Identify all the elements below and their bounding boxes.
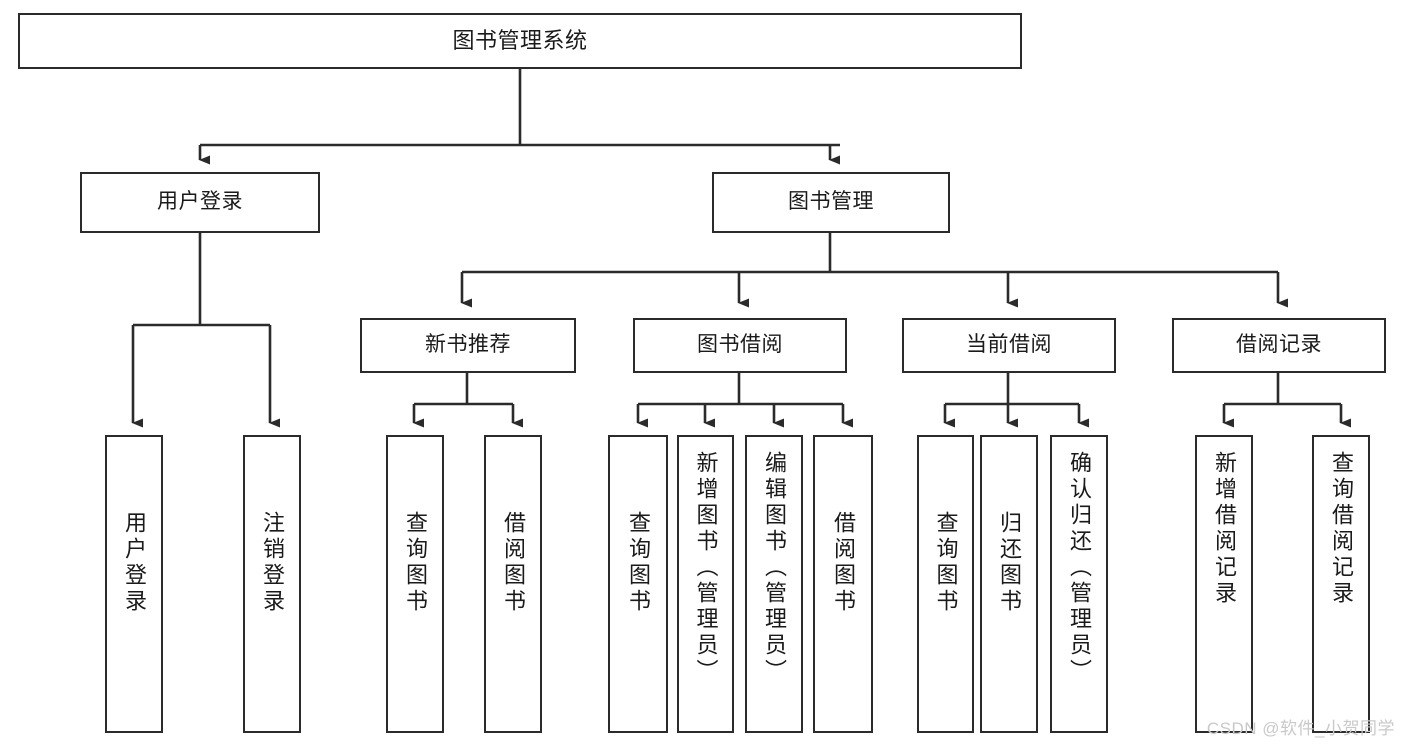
leaf-add-record[interactable]: 新增借阅记录 [1195,435,1253,733]
node-root-system[interactable]: 图书管理系统 [18,13,1022,69]
leaf-user-login[interactable]: 用户登录 [105,435,163,733]
leaf-logout[interactable]: 注销登录 [243,435,301,733]
leaf-add-book-label: 新增图书（管理员） [693,451,719,685]
leaf-edit-book[interactable]: 编辑图书（管理员） [745,435,803,733]
leaf-query-record-label: 查询借阅记录 [1329,451,1354,607]
leaf-user-login-label: 用户登录 [122,511,147,615]
leaf-confirm-return[interactable]: 确认归还（管理员） [1050,435,1108,733]
node-book-management-label: 图书管理 [788,190,874,214]
leaf-logout-label: 注销登录 [260,511,285,615]
node-new-book-recommend[interactable]: 新书推荐 [360,318,576,373]
node-book-borrow[interactable]: 图书借阅 [633,318,847,373]
leaf-borrow-book-2[interactable]: 借阅图书 [813,435,873,733]
leaf-return-book-label: 归还图书 [997,511,1022,615]
leaf-add-record-label: 新增借阅记录 [1212,451,1237,607]
leaf-query-book-1-label: 查询图书 [403,511,428,615]
leaf-confirm-return-label: 确认归还（管理员） [1067,451,1092,685]
leaf-borrow-book-2-label: 借阅图书 [831,511,856,615]
leaf-borrow-book-1[interactable]: 借阅图书 [484,435,542,733]
node-new-book-recommend-label: 新书推荐 [425,333,511,357]
leaf-query-record[interactable]: 查询借阅记录 [1312,435,1370,733]
node-borrow-record[interactable]: 借阅记录 [1172,318,1386,373]
node-user-login-label: 用户登录 [157,190,243,214]
leaf-add-book[interactable]: 新增图书（管理员） [677,435,734,733]
leaf-return-book[interactable]: 归还图书 [980,435,1038,733]
node-root-system-label: 图书管理系统 [452,28,588,54]
leaf-query-book-3-label: 查询图书 [933,511,959,615]
leaf-query-book-3[interactable]: 查询图书 [917,435,974,733]
leaf-query-book-2-label: 查询图书 [626,511,651,615]
leaf-edit-book-label: 编辑图书（管理员） [762,451,787,685]
node-borrow-record-label: 借阅记录 [1236,333,1322,357]
node-book-management[interactable]: 图书管理 [712,172,950,233]
leaf-borrow-book-1-label: 借阅图书 [501,511,526,615]
leaf-query-book-1[interactable]: 查询图书 [386,435,444,733]
csdn-watermark: CSDN @软件_小贺同学 [1206,719,1395,738]
leaf-query-book-2[interactable]: 查询图书 [608,435,668,733]
node-current-borrow-label: 当前借阅 [966,333,1052,357]
node-user-login[interactable]: 用户登录 [80,172,320,233]
node-book-borrow-label: 图书借阅 [697,333,783,357]
node-current-borrow[interactable]: 当前借阅 [902,318,1116,373]
